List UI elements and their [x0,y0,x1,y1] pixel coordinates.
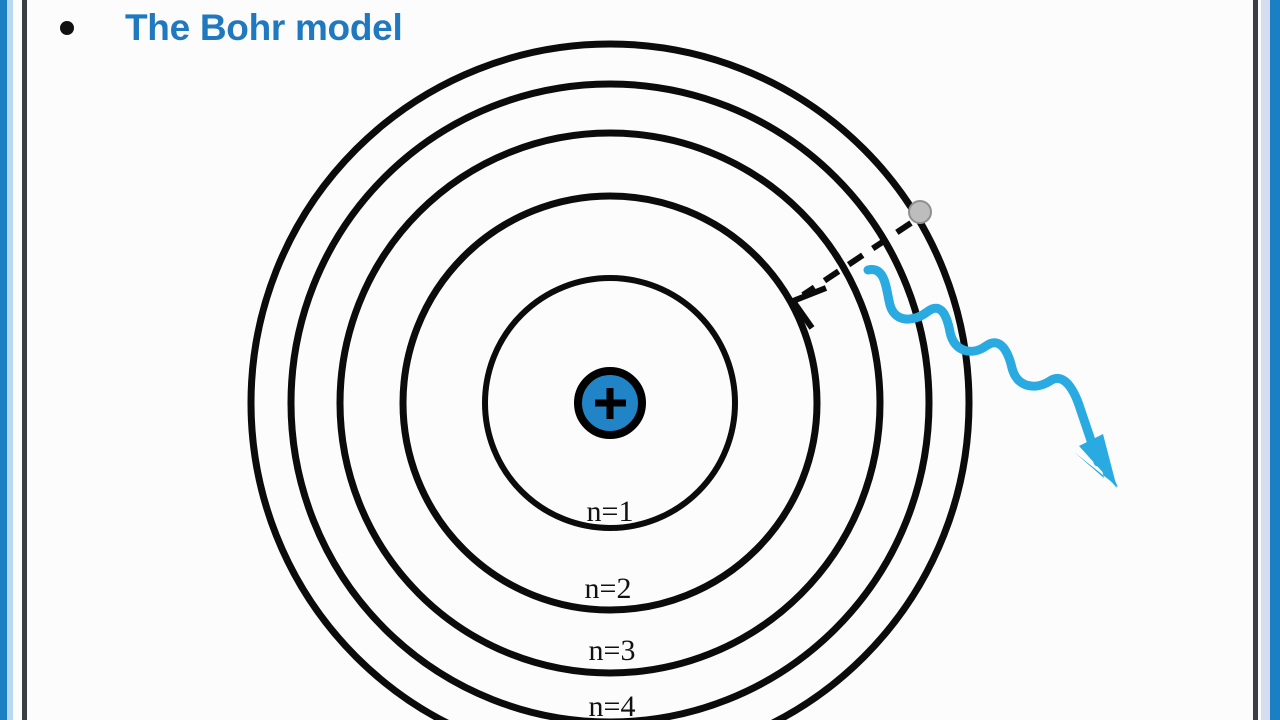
electron-transition-arrowhead [791,285,828,304]
orbit-n2 [399,192,821,614]
shell-label-n4: n=4 [589,690,636,720]
page-title: The Bohr model [125,7,403,48]
electron-transition-arrowhead [790,299,815,330]
frame-left-pale-bar [7,0,13,720]
frame-left-dark-rule [22,0,27,720]
bullet-icon [60,21,74,35]
emitted-photon-wave [863,265,1103,467]
frame-right-blue-bar [1270,0,1280,720]
shell-label-n3: n=3 [589,634,636,667]
orbit-n4 [287,80,933,720]
orbit-n5 [247,40,973,720]
orbit-n1 [482,275,738,531]
emitted-photon-arrowhead [1079,434,1117,488]
frame-right-pale-bar [1261,0,1270,720]
slide-title-block: The Bohr model [46,0,746,60]
frame-right-gap [1258,0,1261,720]
electron [908,200,932,224]
frame-left-blue-bar [0,0,7,720]
frame-left-gap [13,0,22,720]
electron-transition-arrow [801,220,913,298]
shell-label-n2: n=2 [585,572,632,605]
frame-right-dark-rule [1253,0,1258,720]
orbit-n3 [336,129,884,677]
shell-label-n1: n=1 [587,495,634,528]
